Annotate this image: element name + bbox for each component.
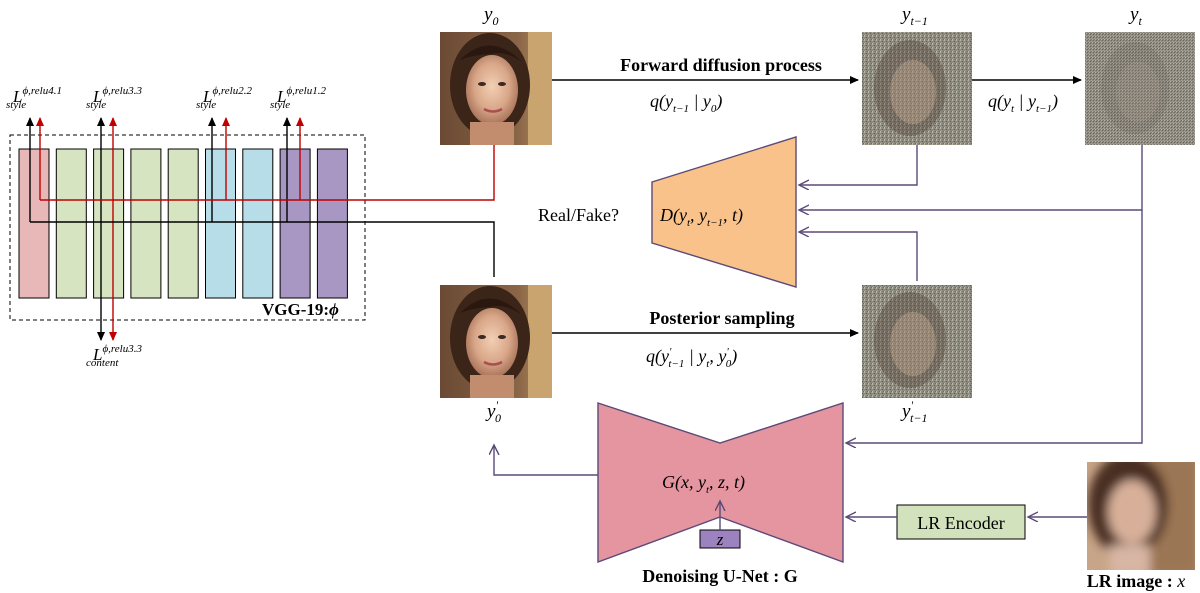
forward-diffusion-label: Forward diffusion process bbox=[620, 55, 822, 75]
vgg-label: VGG-19:ϕ bbox=[262, 300, 339, 319]
vgg-layer-7 bbox=[242, 148, 274, 299]
disc-input-yt-minus-1-prime bbox=[800, 232, 918, 281]
red-feed-line bbox=[40, 145, 495, 201]
q-forward-2: q(yt | yt−1) bbox=[988, 91, 1058, 115]
z-label: z bbox=[716, 530, 724, 549]
q-posterior: q(y't−1 | yt, y'0) bbox=[646, 346, 737, 370]
vgg-layer-9 bbox=[316, 148, 348, 299]
generator-label: G(x, yt, z, t) bbox=[662, 472, 745, 496]
image-y0-prime bbox=[440, 285, 552, 398]
label-y0-prime: y'0 bbox=[485, 398, 501, 425]
discriminator-label: D(yt, yt−1, t) bbox=[659, 205, 743, 229]
image-yt bbox=[1085, 32, 1195, 145]
vgg-layer-8 bbox=[279, 148, 311, 299]
vgg-layer-2 bbox=[55, 148, 87, 299]
lr-encoder-label: LR Encoder bbox=[917, 513, 1004, 533]
vgg-network: VGG-19:ϕ bbox=[9, 134, 366, 321]
image-lr bbox=[1087, 462, 1195, 570]
loss-arrows bbox=[26, 117, 495, 341]
label-yt-minus-1: yt−1 bbox=[900, 4, 928, 28]
vgg-layer-1 bbox=[18, 148, 50, 299]
label-yt: yt bbox=[1128, 4, 1142, 28]
image-yt-minus-1-prime bbox=[862, 285, 972, 398]
disc-input-yt-minus-1 bbox=[800, 145, 918, 185]
denoising-unet-label: Denoising U-Net : G bbox=[642, 566, 798, 586]
vgg-layer-3 bbox=[93, 148, 125, 299]
vgg-layer-4 bbox=[130, 148, 162, 299]
image-yt-minus-1 bbox=[862, 32, 972, 145]
black-feed-line bbox=[30, 221, 495, 277]
label-yt-minus-1-prime: y't−1 bbox=[900, 398, 927, 425]
lr-image-label: LR image : x bbox=[1087, 571, 1185, 591]
posterior-sampling-label: Posterior sampling bbox=[649, 308, 794, 328]
gen-output-y0-prime bbox=[494, 446, 598, 476]
discriminator-shape bbox=[651, 136, 797, 288]
generator-shape bbox=[597, 402, 844, 564]
lr-encoder-box bbox=[896, 504, 1026, 540]
image-labels: y0 yt−1 yt y'0 y't−1 bbox=[482, 4, 1142, 425]
q-forward-1: q(yt−1 | y0) bbox=[650, 91, 722, 115]
gen-input-yt bbox=[847, 210, 1143, 443]
vgg-layer-6 bbox=[205, 148, 236, 299]
image-y0 bbox=[440, 32, 552, 145]
real-fake-label: Real/Fake? bbox=[538, 205, 619, 225]
vgg-dashed-box bbox=[9, 134, 366, 321]
vgg-layer-5 bbox=[167, 148, 199, 299]
label-y0: y0 bbox=[482, 4, 498, 28]
disc-input-yt bbox=[800, 145, 1143, 210]
vgg-layers bbox=[18, 148, 348, 299]
